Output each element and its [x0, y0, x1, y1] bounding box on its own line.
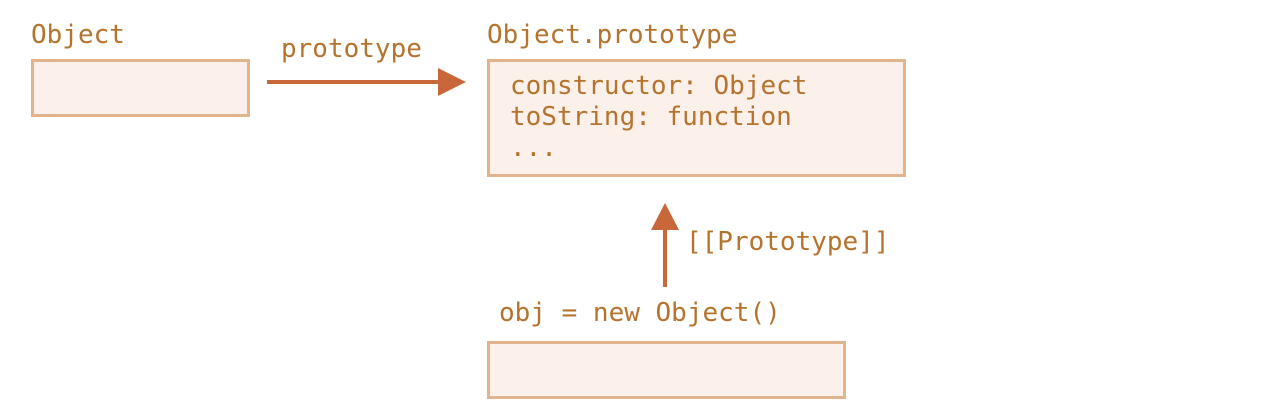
object-prototype-label: Object.prototype	[487, 20, 738, 50]
prototype-arrow	[267, 68, 466, 96]
prototype-property-constructor: constructor: Object	[510, 71, 808, 101]
obj-box	[487, 341, 846, 399]
proto-link-arrow	[651, 203, 679, 287]
prototype-property-tostring: toString: function	[510, 102, 792, 132]
object-label: Object	[31, 20, 125, 50]
object-box	[31, 59, 250, 117]
prototype-edge-label: prototype	[281, 34, 422, 64]
object-prototype-box: constructor: Object toString: function .…	[487, 59, 906, 177]
prototype-property-ellipsis: ...	[510, 133, 557, 163]
proto-link-edge-label: [[Prototype]]	[686, 227, 890, 257]
obj-label: obj = new Object()	[499, 298, 781, 328]
